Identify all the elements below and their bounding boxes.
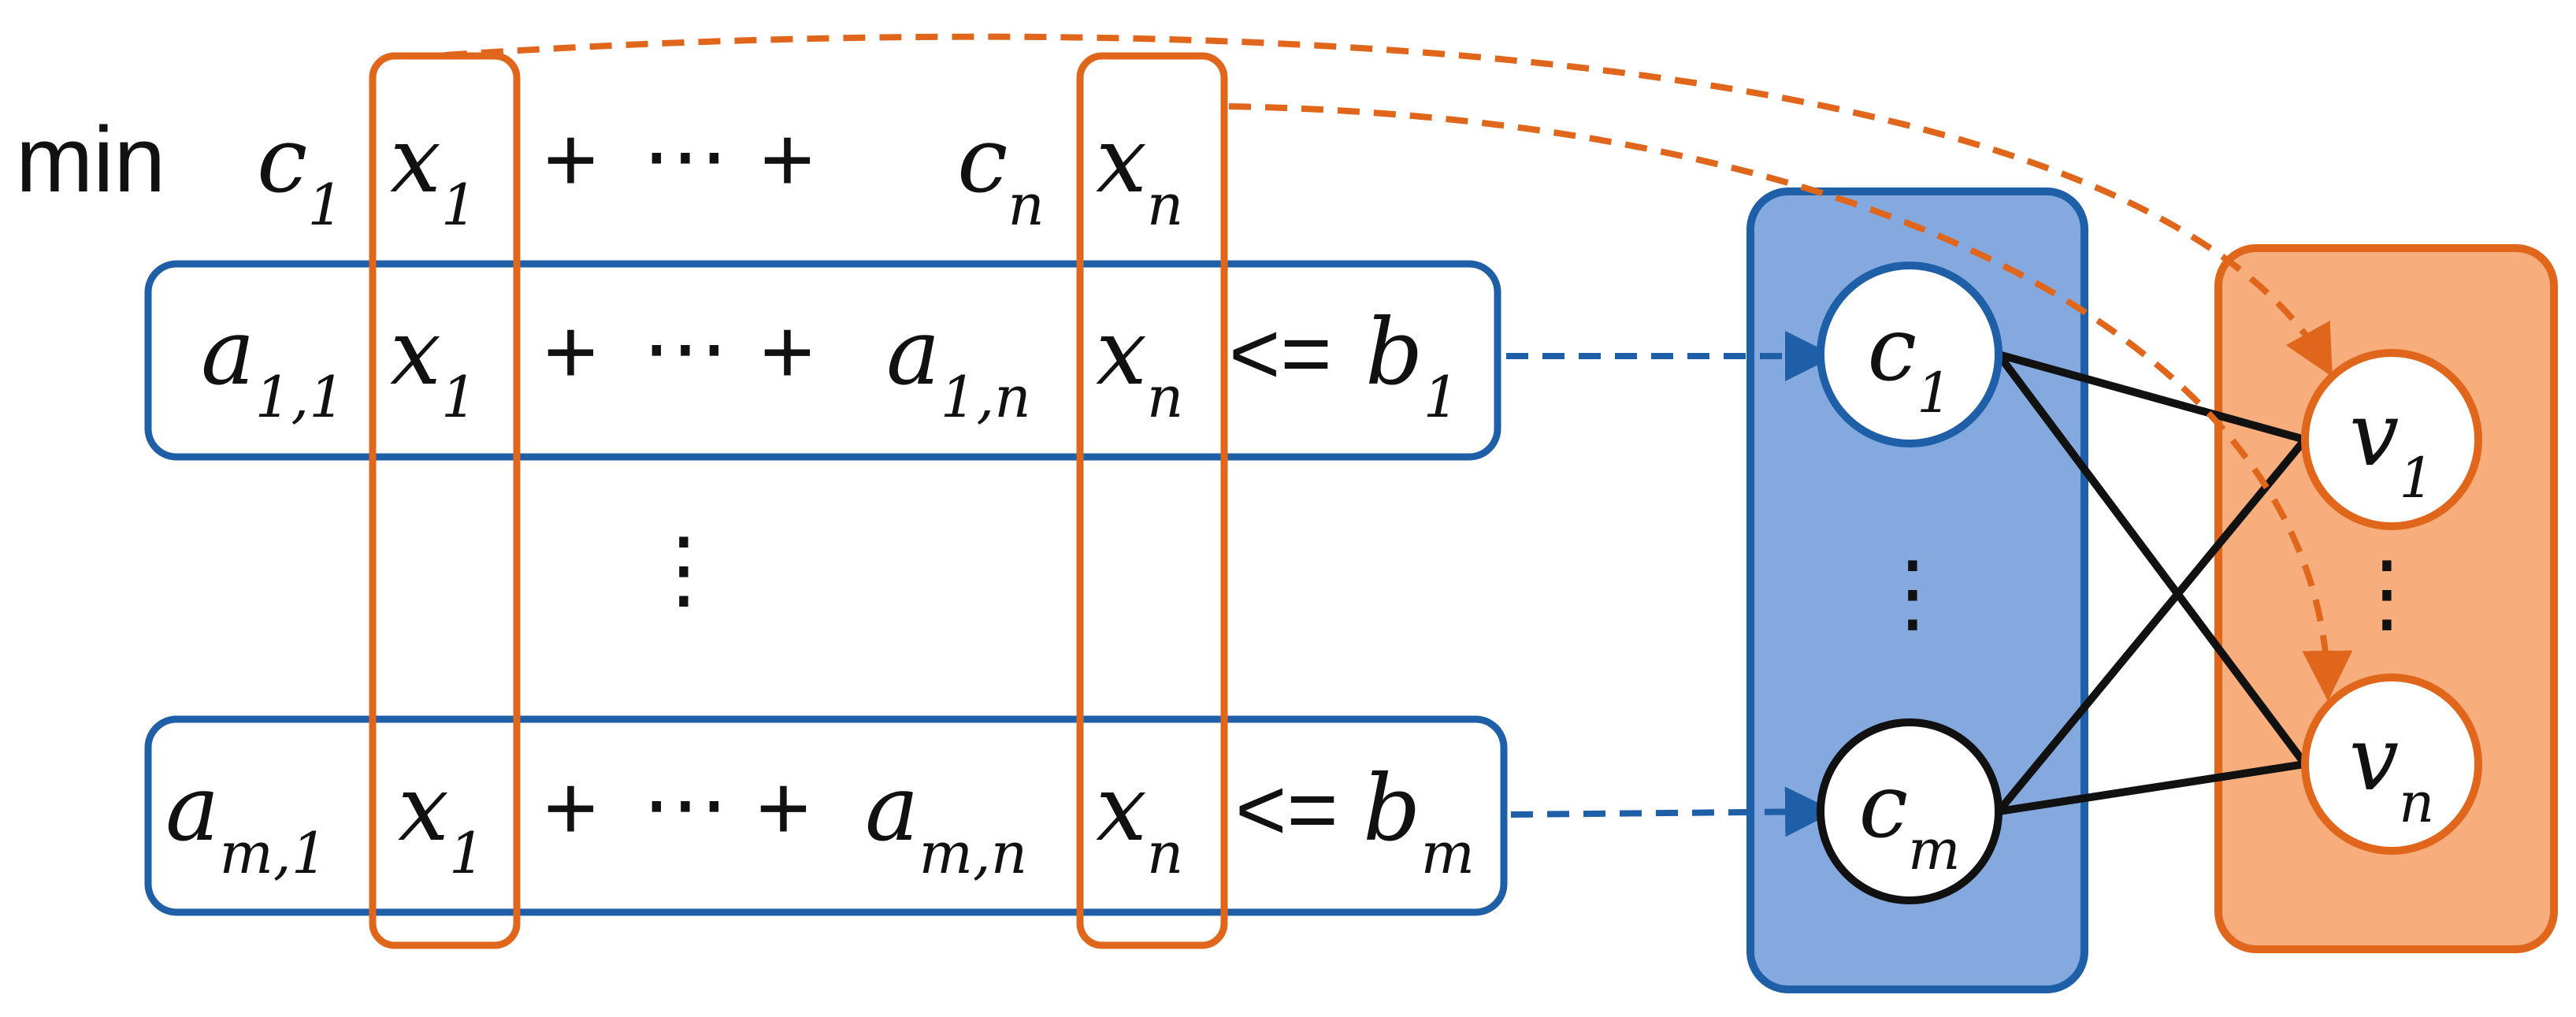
objective-term-c1: c1 <box>257 108 343 238</box>
constraint-m-rhs-bm: bm <box>1363 756 1475 886</box>
edge-cm-vn <box>1998 760 2306 815</box>
constraint-row-1-box <box>144 260 1501 461</box>
objective-term-x1: x1 <box>390 108 477 238</box>
constraint-m-ellipsis: ⋯ <box>642 753 729 854</box>
constraint-1-rhs-b1: b1 <box>1365 300 1459 430</box>
variable-column-xn-box <box>1076 52 1228 949</box>
objective-term-xn: xn <box>1096 108 1183 238</box>
variable-node-vn-label: vn <box>2349 708 2434 835</box>
constraint-m-plus-1: + <box>544 756 598 860</box>
constraint-m-plus-2: + <box>756 756 811 860</box>
constraint-node-cm <box>1817 718 2003 904</box>
variable-nodes-vertical-ellipsis: ⋮ <box>2344 542 2430 643</box>
constraint-m-coef-am1: am,1 <box>165 756 328 886</box>
edge-c1-vn <box>1995 352 2309 766</box>
variable-node-v1 <box>2301 349 2482 530</box>
variable-node-vn <box>2301 674 2482 855</box>
constraint-1-var-x1: x1 <box>390 300 477 430</box>
objective-keyword: min <box>16 108 165 212</box>
constraint-1-var-xn: xn <box>1096 300 1183 430</box>
arrow-xn-to-vn <box>1228 103 2353 701</box>
variable-column-x1-box <box>369 52 521 949</box>
constraint-m-relation: <= <box>1235 760 1338 859</box>
objective-plus-1: + <box>544 108 598 212</box>
arrow-x1-to-v1 <box>444 33 2333 377</box>
constraint-1-ellipsis: ⋯ <box>642 297 729 398</box>
constraint-node-cm-label: cm <box>1858 755 1960 882</box>
rows-vertical-ellipsis: ⋮ <box>640 518 727 619</box>
constraint-1-coef-a11: a1,1 <box>201 300 345 430</box>
constraint-row-m-box <box>144 715 1508 916</box>
constraint-1-coef-a1n: a1,n <box>886 300 1031 430</box>
objective-term-cn: cn <box>957 108 1045 238</box>
arrow-rowm-to-cm <box>1510 786 1835 837</box>
constraint-1-relation: <= <box>1229 304 1332 403</box>
constraint-1-plus-2: + <box>760 300 815 404</box>
constraint-node-c1 <box>1817 262 2003 447</box>
objective-ellipsis: ⋯ <box>642 105 729 206</box>
variable-node-v1-label: v1 <box>2349 384 2434 510</box>
constraint-m-coef-amn: am,n <box>865 756 1027 886</box>
edge-cm-v1 <box>1995 436 2308 815</box>
constraint-m-var-x1: x1 <box>398 756 485 886</box>
constraint-node-c1-label: c1 <box>1867 299 1951 425</box>
objective-plus-2: + <box>760 108 815 212</box>
constraint-nodes-vertical-ellipsis: ⋮ <box>1869 542 1956 643</box>
constraint-1-plus-1: + <box>544 300 598 404</box>
constraint-m-var-xn: xn <box>1096 756 1183 886</box>
edge-c1-v1 <box>1997 351 2307 444</box>
